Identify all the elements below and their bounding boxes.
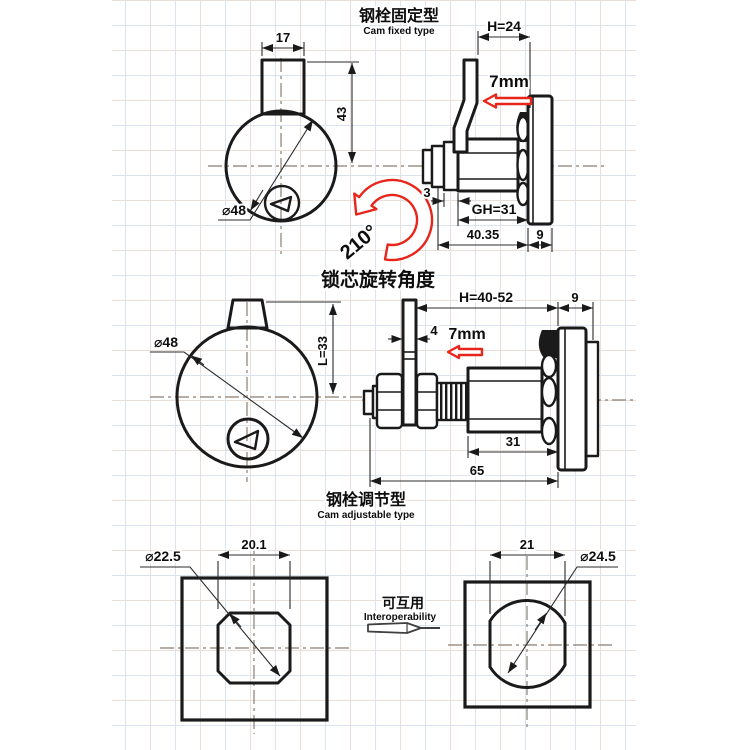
- dim-hole-diameter: ⌀22.5: [140, 546, 281, 677]
- svg-text:H=40-52: H=40-52: [459, 289, 513, 305]
- svg-text:⌀48: ⌀48: [154, 334, 178, 350]
- svg-text:4: 4: [430, 323, 438, 338]
- dim-hole-diameter: ⌀24.5: [507, 546, 618, 674]
- keyhole-circle: [263, 184, 301, 222]
- adjustable-type-side-view: H=40-52 9 4 7mm 31 65: [362, 287, 636, 488]
- adjustable-type-front-view: ⌀48 L=33: [150, 298, 362, 482]
- svg-text:⌀48: ⌀48: [222, 202, 246, 218]
- dim-face-diameter: ⌀48: [218, 119, 314, 221]
- dim-cam-thickness: 4: [388, 321, 440, 343]
- dim-flange-depth: 9: [558, 288, 594, 340]
- fixed-type-title-en: Cam fixed type: [363, 26, 435, 37]
- keyhole-pointer: [269, 195, 293, 213]
- rotation-angle-title: 锁芯旋转角度: [321, 268, 436, 291]
- double-d-hole: [488, 599, 567, 689]
- dim-body-length: 31: [467, 432, 559, 488]
- interop-label-zh: 可互用: [382, 595, 424, 611]
- flange-step: [584, 340, 600, 458]
- dim-hole-width: 21: [489, 535, 566, 616]
- interop-label-en: Interoperability: [364, 612, 437, 623]
- dim-center-height: L=33: [266, 301, 341, 394]
- fixed-type-front-view: 17 43 ⌀48 210°: [208, 28, 604, 266]
- mounting-flange: [526, 94, 554, 226]
- svg-text:17: 17: [276, 30, 290, 45]
- key-tab-outline: [226, 298, 269, 330]
- shaft-end-cap: [421, 148, 434, 185]
- interoperability-note: 可互用 Interoperability: [362, 593, 440, 634]
- svg-text:3: 3: [423, 185, 430, 200]
- shaft-end-cap: [362, 389, 375, 416]
- svg-text:21: 21: [520, 537, 534, 552]
- adjustable-type-title-zh: 钢栓调节型: [326, 490, 406, 509]
- cam-lever: [452, 58, 479, 154]
- fixed-type-title-zh: 钢栓固定型: [359, 6, 439, 25]
- svg-text:43: 43: [334, 107, 349, 121]
- svg-text:⌀22.5: ⌀22.5: [145, 548, 181, 564]
- dim-flange-depth: 9: [528, 225, 553, 252]
- dim-tab-width: 17: [261, 28, 305, 56]
- dim-face-diameter: ⌀48: [150, 332, 304, 439]
- svg-text:31: 31: [506, 434, 520, 449]
- octagonal-hole: [216, 611, 292, 685]
- curved-arrow-210: [353, 178, 434, 262]
- dim-body-length: 40.35: [437, 188, 528, 250]
- dim-grip-height: GH=31: [457, 196, 529, 252]
- svg-text:9: 9: [571, 290, 578, 305]
- cutout-left-view: 20.1 ⌀22.5: [140, 535, 350, 734]
- dim-cam-height: H=24: [477, 16, 531, 108]
- keyhole-circle: [226, 417, 270, 461]
- svg-text:H=24: H=24: [487, 18, 521, 34]
- svg-text:7mm: 7mm: [448, 326, 485, 343]
- threaded-shaft: [435, 381, 469, 422]
- pointer-glyph: [367, 622, 440, 634]
- lock-body-cylinder: [466, 366, 544, 434]
- cam-lobe: [540, 376, 558, 408]
- svg-text:GH=31: GH=31: [472, 201, 517, 217]
- fixed-type-side-view: 钢栓固定型 Cam fixed type H=24 7mm: [357, 4, 554, 252]
- keyhole-pointer: [233, 429, 260, 451]
- dim-total-length: 65: [369, 418, 558, 487]
- cam-hook: [538, 330, 558, 358]
- left-arrow: [446, 344, 484, 360]
- svg-text:9: 9: [536, 227, 543, 242]
- dim-cam-height: H=40-52: [416, 287, 559, 326]
- mounting-flange: [556, 326, 588, 472]
- cam-lobe: [540, 353, 558, 379]
- adjustable-type-title-en: Cam adjustable type: [317, 510, 415, 521]
- left-arrow: [482, 93, 533, 109]
- adjustable-cam-plate: [401, 298, 418, 427]
- svg-text:7mm: 7mm: [489, 72, 529, 91]
- svg-text:⌀24.5: ⌀24.5: [580, 548, 616, 564]
- dim-hole-width: 20.1: [217, 535, 291, 609]
- hex-nut: [375, 372, 404, 430]
- svg-text:65: 65: [470, 463, 484, 478]
- hex-nut: [415, 372, 439, 430]
- lock-face-circle: [175, 325, 319, 469]
- dim-center-height: 43: [307, 61, 359, 163]
- svg-text:L=33: L=33: [315, 336, 330, 366]
- cutout-right-view: 21 ⌀24.5: [448, 535, 618, 730]
- cam-offset-annotation: 7mm: [446, 324, 488, 360]
- svg-text:20.1: 20.1: [241, 537, 266, 552]
- shaft-end-step: [430, 144, 446, 189]
- mounting-plate: [463, 580, 592, 709]
- cam-offset-annotation: 7mm: [482, 70, 533, 109]
- cam-lobe: [540, 416, 558, 446]
- key-tab-outline: [260, 58, 306, 116]
- svg-text:40.35: 40.35: [467, 227, 500, 242]
- mounting-plate: [180, 576, 329, 722]
